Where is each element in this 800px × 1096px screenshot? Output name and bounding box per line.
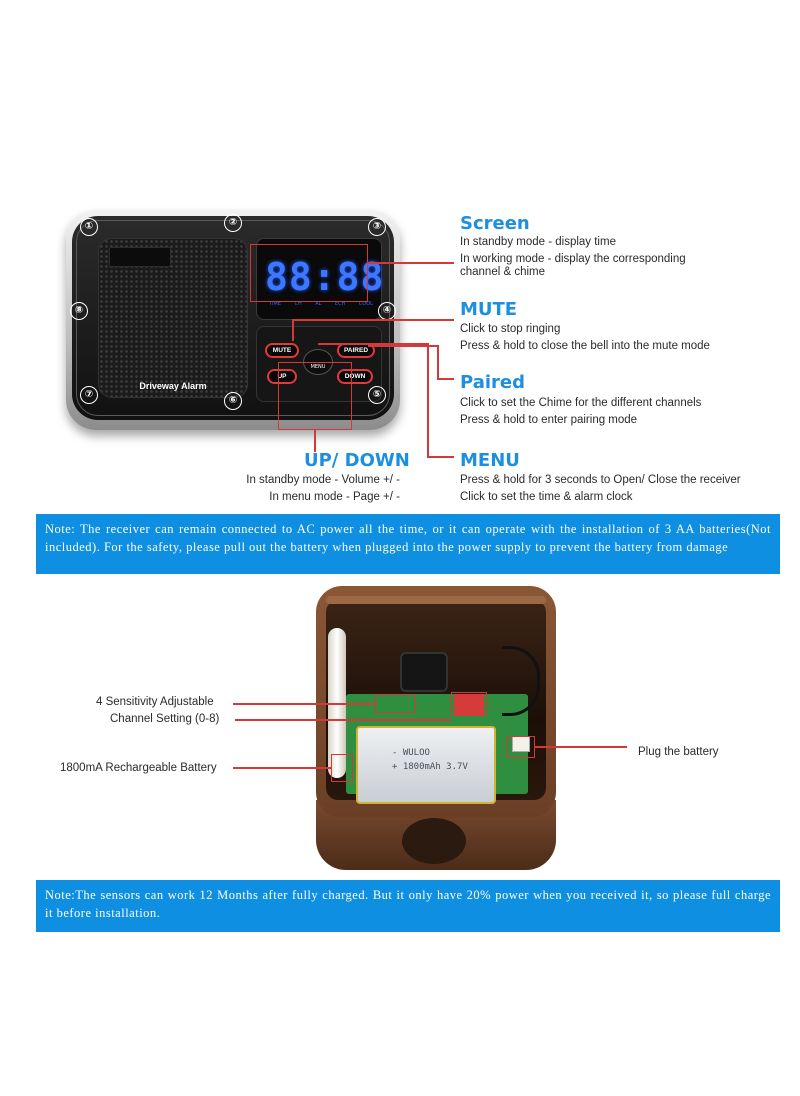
updown-desc-line-1: In standby mode - Volume +/ - xyxy=(246,474,400,486)
paired-leader-line-h2 xyxy=(437,378,454,380)
updown-desc-line-2: In menu mode - Page +/ - xyxy=(269,491,400,503)
lcd-label-cool: COOL xyxy=(358,301,373,307)
channel-highlight-box xyxy=(451,692,487,716)
lcd-labels: TIME CH AL ECH COOL xyxy=(269,301,373,307)
screen-title: Screen xyxy=(460,213,530,234)
receiver-body: Driveway Alarm 88:88 TIME CH AL ECH COOL… xyxy=(72,216,394,420)
screen-desc-line-3: channel & chime xyxy=(460,266,546,278)
screen-desc-line-1: In standby mode - display time xyxy=(460,236,616,248)
speaker-grille: Driveway Alarm xyxy=(98,238,248,398)
mute-leader-line-v xyxy=(292,319,294,341)
callout-number-4: ④ xyxy=(378,302,396,320)
menu-leader-line-h2 xyxy=(427,456,454,458)
mute-leader-line-h xyxy=(292,319,454,321)
screen-highlight-box xyxy=(250,244,368,302)
sensitivity-label: 4 Sensitivity Adjustable xyxy=(96,696,214,708)
down-button[interactable]: DOWN xyxy=(337,369,373,384)
updown-highlight-box xyxy=(278,362,352,430)
receiver-device: Driveway Alarm 88:88 TIME CH AL ECH COOL… xyxy=(66,210,400,430)
lcd-label-time: TIME xyxy=(269,301,282,307)
callout-number-1: ① xyxy=(80,218,98,236)
plug-leader-line xyxy=(535,746,627,748)
callout-number-7: ⑦ xyxy=(80,386,98,404)
menu-title: MENU xyxy=(460,450,520,471)
paired-leader-line-h1 xyxy=(368,345,438,347)
menu-description: Press & hold for 3 seconds to Open/ Clos… xyxy=(460,472,741,506)
up-button[interactable]: UP xyxy=(267,369,297,384)
sensor-note-banner: Note:The sensors can work 12 Months afte… xyxy=(36,880,780,932)
mute-title: MUTE xyxy=(460,299,518,320)
speaker-slot xyxy=(109,247,171,267)
plug-label: Plug the battery xyxy=(638,746,719,758)
callout-number-6: ⑥ xyxy=(224,392,242,410)
battery-leader-line xyxy=(233,767,331,769)
updown-leader-line xyxy=(314,430,316,452)
screen-leader-line xyxy=(368,262,454,264)
menu-desc-line-2: Click to set the time & alarm clock xyxy=(460,491,633,503)
callout-number-2: ② xyxy=(224,214,242,232)
sensor-mount-hole xyxy=(402,818,466,864)
mute-desc-line-1: Click to stop ringing xyxy=(460,323,561,335)
sensor-bracket xyxy=(400,652,448,692)
sensor-device: - WULOO + 1800mAh 3.7V xyxy=(316,586,556,870)
callout-number-3: ③ xyxy=(368,218,386,236)
menu-desc-line-1: Press & hold for 3 seconds to Open/ Clos… xyxy=(460,474,741,486)
mute-desc-line-2: Press & hold to close the bell into the … xyxy=(460,340,710,352)
paired-desc-line-1: Click to set the Chime for the different… xyxy=(460,397,702,409)
lcd-label-ch: CH xyxy=(294,301,302,307)
channel-label: Channel Setting (0-8) xyxy=(110,713,220,725)
sensitivity-highlight-box xyxy=(375,695,415,713)
menu-leader-line-v xyxy=(427,343,429,457)
mute-button[interactable]: MUTE xyxy=(265,343,299,358)
callout-number-5: ⑤ xyxy=(368,386,386,404)
mute-description: Click to stop ringing Press & hold to cl… xyxy=(460,321,710,355)
paired-title: Paired xyxy=(460,372,525,393)
brand-label: Driveway Alarm xyxy=(139,381,207,391)
lcd-label-al: AL xyxy=(315,301,322,307)
updown-description: In standby mode - Volume +/ - In menu mo… xyxy=(200,472,400,506)
sensor-rim xyxy=(326,596,546,604)
battery-highlight-box xyxy=(331,754,353,782)
lcd-label-ech: ECH xyxy=(334,301,346,307)
lithium-battery: - WULOO + 1800mAh 3.7V xyxy=(356,726,496,804)
paired-desc-line-2: Press & hold to enter pairing mode xyxy=(460,414,638,426)
screen-desc-line-2: In working mode - display the correspond… xyxy=(460,253,686,265)
battery-label: 1800mA Rechargeable Battery xyxy=(60,762,217,774)
channel-leader-line xyxy=(235,719,451,721)
menu-leader-line-h1 xyxy=(318,343,428,345)
paired-leader-line-v xyxy=(437,345,439,379)
sensitivity-leader-line xyxy=(233,703,375,705)
updown-title: UP/ DOWN xyxy=(304,450,410,471)
screen-description: In standby mode - display time In workin… xyxy=(460,234,686,281)
plug-highlight-box xyxy=(507,736,535,758)
menu-button-label: MENU xyxy=(310,364,326,370)
lcd-digits: 88:88 xyxy=(265,255,385,299)
battery-print: - WULOO + 1800mAh 3.7V xyxy=(392,748,468,772)
paired-description: Click to set the Chime for the different… xyxy=(460,395,701,429)
dip-switch xyxy=(454,694,484,716)
receiver-note-banner: Note: The receiver can remain connected … xyxy=(36,514,780,574)
callout-number-8: ⑧ xyxy=(70,302,88,320)
